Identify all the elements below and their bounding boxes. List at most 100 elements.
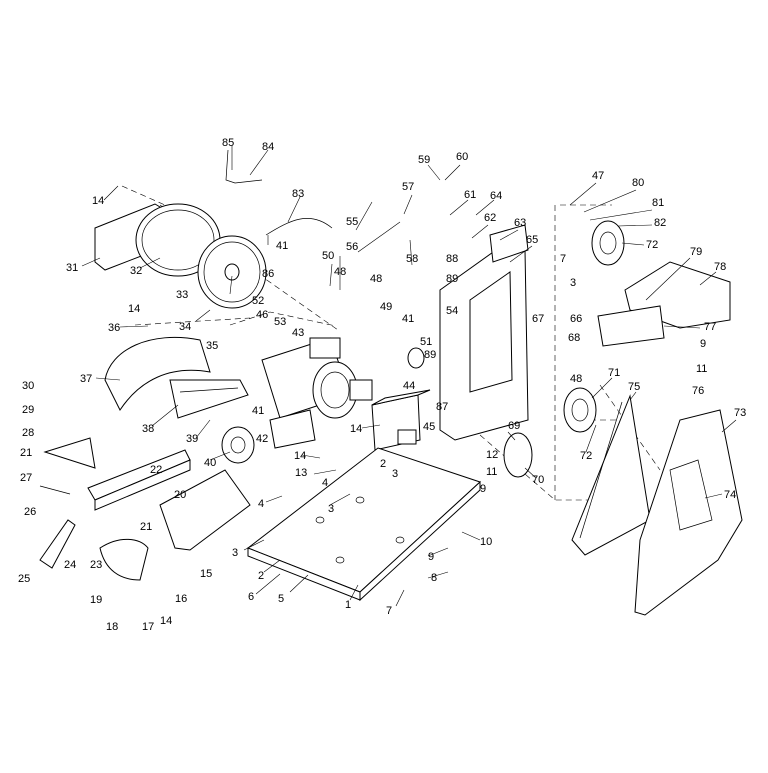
- arm-64: [489, 224, 529, 263]
- part-label: 47: [592, 170, 604, 182]
- part-label: 77: [704, 321, 716, 333]
- part-number-labels: 1 2 2 3 3 3 3 4 4 5 6 7 7 8 9 9 9 10 11 …: [18, 137, 746, 633]
- belt-38: [169, 379, 249, 419]
- part-label: 34: [179, 321, 191, 333]
- part-label: 60: [456, 151, 468, 163]
- part-label: 46: [256, 309, 268, 321]
- base-plate-5: [246, 447, 481, 602]
- part-label: 56: [346, 241, 358, 253]
- wheel-71: [503, 432, 533, 478]
- part-label: 80: [632, 177, 644, 189]
- part-label: 2: [258, 570, 264, 582]
- part-label: 6: [248, 591, 254, 603]
- part-label: 81: [652, 197, 664, 209]
- part-label: 78: [714, 261, 726, 273]
- part-label: 8: [431, 572, 437, 584]
- part-label: 10: [480, 536, 492, 548]
- part-label: 45: [423, 421, 435, 433]
- part-label: 40: [204, 457, 216, 469]
- part-label: 9: [700, 338, 706, 350]
- part-label: 76: [692, 385, 704, 397]
- part-label: 20: [174, 489, 186, 501]
- part-label: 24: [64, 559, 76, 571]
- part-label: 3: [392, 468, 398, 480]
- part-label: 52: [252, 295, 264, 307]
- pulley-40: [221, 426, 255, 464]
- frame-assembly: [407, 224, 529, 441]
- part-label: 74: [724, 489, 736, 501]
- part-label: 14: [294, 450, 306, 462]
- part-label: 9: [428, 551, 434, 563]
- wheel-72-upper: [591, 220, 625, 266]
- part-label: 57: [402, 181, 414, 193]
- switch-box-45: [349, 379, 431, 451]
- part-label: 58: [406, 253, 418, 265]
- part-label: 37: [80, 373, 92, 385]
- bearing-52: [407, 347, 425, 369]
- part-label: 43: [292, 327, 304, 339]
- part-label: 41: [276, 240, 288, 252]
- part-label: 7: [386, 605, 392, 617]
- part-label: 68: [568, 332, 580, 344]
- hex-key-86: [225, 149, 263, 184]
- part-label: 22: [150, 464, 162, 476]
- part-label: 85: [222, 137, 234, 149]
- part-label: 75: [628, 381, 640, 393]
- part-label: 41: [252, 405, 264, 417]
- part-label: 32: [130, 265, 142, 277]
- part-label: 59: [418, 154, 430, 166]
- part-label: 50: [322, 250, 334, 262]
- part-label: 31: [66, 262, 78, 274]
- part-label: 3: [232, 547, 238, 559]
- sanding-belt-76: [571, 394, 651, 556]
- part-label: 26: [24, 506, 36, 518]
- part-label: 53: [274, 316, 286, 328]
- belt-guard-74: [634, 409, 743, 616]
- part-label: 87: [436, 401, 448, 413]
- part-label: 39: [186, 433, 198, 445]
- disc-guard-assembly: [94, 149, 333, 309]
- motor-43: [261, 337, 358, 449]
- part-label: 69: [508, 420, 520, 432]
- part-label: 63: [514, 217, 526, 229]
- part-label: 14: [350, 423, 362, 435]
- part-label: 72: [646, 239, 658, 251]
- part-label: 51: [420, 336, 432, 348]
- part-label: 38: [142, 423, 154, 435]
- part-label: 19: [90, 594, 102, 606]
- part-label: 88: [446, 253, 458, 265]
- part-label: 29: [22, 404, 34, 416]
- part-label: 79: [690, 246, 702, 258]
- part-label: 71: [608, 367, 620, 379]
- cover-37: [104, 336, 211, 411]
- part-label: 73: [734, 407, 746, 419]
- part-label: 55: [346, 216, 358, 228]
- part-label: 17: [142, 621, 154, 633]
- part-label: 3: [328, 503, 334, 515]
- part-label: 33: [176, 289, 188, 301]
- part-label: 21: [140, 521, 152, 533]
- part-label: 18: [106, 621, 118, 633]
- part-label: 7: [560, 253, 566, 265]
- part-label: 11: [696, 363, 707, 375]
- part-label: 11: [486, 466, 497, 478]
- part-label: 4: [322, 477, 328, 489]
- wheel-72-lower: [563, 387, 597, 433]
- part-label: 14: [92, 195, 104, 207]
- belt-system: [503, 220, 743, 616]
- part-label: 25: [18, 573, 30, 585]
- part-label: 36: [108, 322, 120, 334]
- leader-lines: [81, 145, 737, 607]
- part-label: 61: [464, 189, 476, 201]
- part-label: 44: [403, 380, 415, 392]
- part-label: 64: [490, 190, 502, 202]
- part-label: 48: [370, 273, 382, 285]
- part-label: 62: [484, 212, 496, 224]
- bracket-15: [159, 469, 251, 551]
- part-label: 13: [295, 467, 307, 479]
- part-label: 86: [262, 268, 274, 280]
- part-label: 72: [580, 450, 592, 462]
- part-label: 16: [175, 593, 187, 605]
- miter-gauge-28: [43, 437, 96, 469]
